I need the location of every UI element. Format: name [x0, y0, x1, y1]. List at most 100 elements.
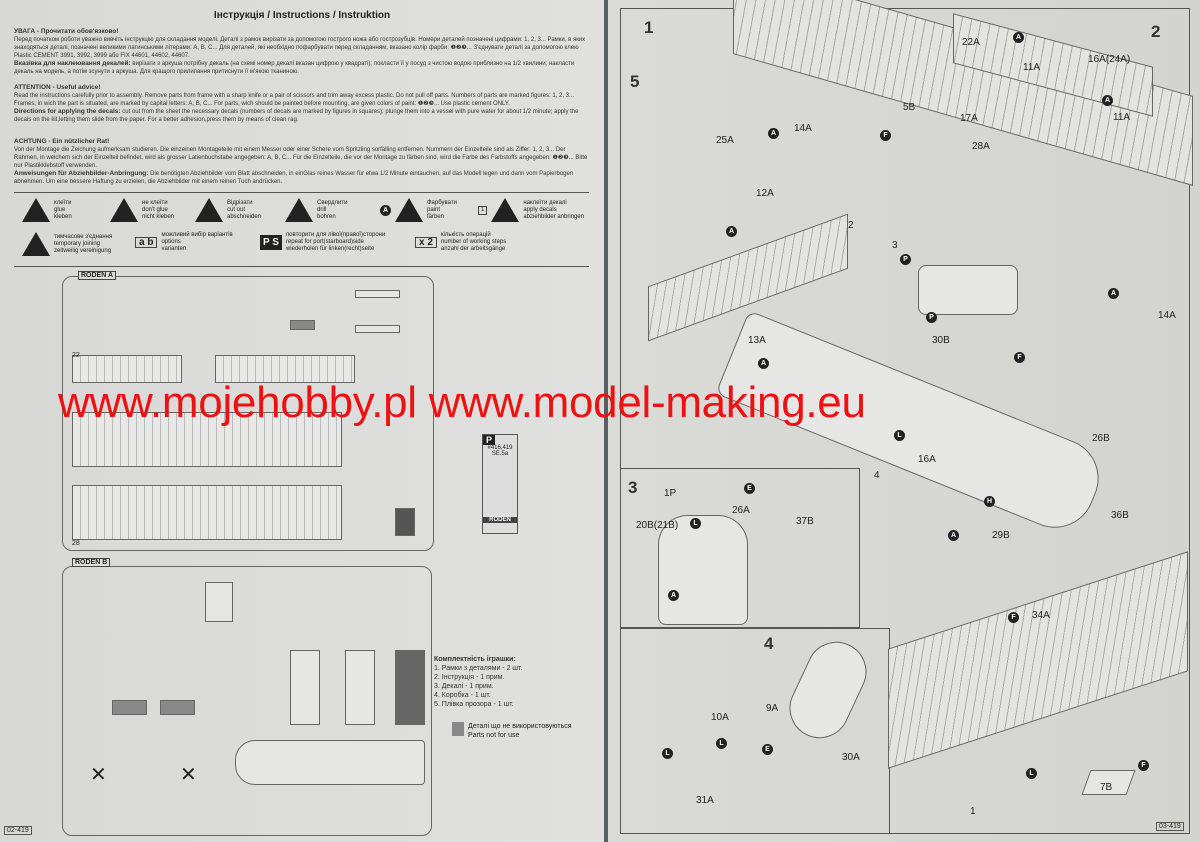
- part-label: 20B(21B): [636, 520, 679, 531]
- part-label: 28A: [972, 141, 990, 152]
- part-number: 22: [72, 352, 80, 359]
- temporary-joining-symbol: тимчасове з'єднання temporary joining ze…: [22, 232, 112, 256]
- paint-callout-icon: A: [726, 226, 737, 237]
- paint-callout-icon: E: [762, 744, 773, 755]
- sprue-a-part: [395, 508, 415, 536]
- propeller-icon: ✕: [180, 764, 197, 786]
- part-label: 2: [848, 220, 854, 231]
- step-3-frame: [620, 468, 860, 628]
- paint-callout-icon: P: [926, 312, 937, 323]
- sprue-b-tag: RODEN B: [72, 558, 111, 567]
- sprue-b-part: [160, 700, 195, 715]
- part-label: 5B: [903, 102, 916, 113]
- part-label: 26A: [732, 505, 750, 516]
- paint-callout-icon: L: [1026, 768, 1037, 779]
- sprue-b-part: [205, 582, 233, 622]
- part-label: 14A: [1158, 310, 1176, 321]
- paint-callout-icon: L: [716, 738, 727, 749]
- cut-symbol: Відрізати cut out abschneiden: [195, 198, 261, 222]
- part-number: 28: [72, 540, 80, 547]
- watermark-text: www.mojehobby.pl www.model-making.eu: [58, 378, 866, 427]
- part-label: 29B: [992, 530, 1010, 541]
- sprue-frame-b: [62, 566, 432, 836]
- step-number: 4: [764, 634, 774, 653]
- cockpit-drawing: [918, 265, 1018, 315]
- sprue-a-part: [290, 320, 315, 330]
- kit-contents: Комплектність іграшки: 1. Рамки з деталя…: [434, 656, 523, 708]
- sprue-frame-a: [62, 276, 434, 551]
- paint-callout-icon: F: [1138, 760, 1149, 771]
- part-label: 3: [892, 240, 898, 251]
- divider: [14, 266, 589, 267]
- part-label: 13A: [748, 335, 766, 346]
- paint-callout-icon: A: [1108, 288, 1119, 299]
- part-label: 36B: [1111, 510, 1129, 521]
- part-label: 16A: [918, 454, 936, 465]
- step-number: 3: [628, 478, 638, 497]
- page-number: 03-419: [1156, 822, 1184, 831]
- part-label: 7B: [1100, 782, 1113, 793]
- left-page: Інструкція / Instructions / Instruktion …: [0, 0, 604, 842]
- glue-symbol: клеїти glue kleben: [22, 198, 72, 222]
- step-number: 1: [644, 18, 654, 37]
- paint-callout-icon: L: [662, 748, 673, 759]
- part-label: 34A: [1032, 610, 1050, 621]
- right-page: 1 2 5 3 4 22A 11A 16A(24A) 11A 14A 5B 17…: [608, 0, 1200, 842]
- sprue-b-part: [290, 650, 320, 725]
- german-text: ACHTUNG - Ein nützlicher Rat!Von der Mon…: [14, 138, 588, 185]
- part-label: 11A: [1113, 112, 1131, 123]
- paint-callout-icon: A: [768, 128, 779, 139]
- paint-callout-icon: A: [948, 530, 959, 541]
- part-label: 30A: [842, 752, 860, 763]
- part-label: 1P: [664, 488, 677, 499]
- paint-callout-icon: A: [1102, 95, 1113, 106]
- part-label: 12A: [756, 188, 774, 199]
- paint-callout-icon: A: [758, 358, 769, 369]
- part-label: 25A: [716, 135, 734, 146]
- paint-callout-icon: A: [668, 590, 679, 601]
- sprue-b-part: [345, 650, 375, 725]
- part-label: 17A: [960, 113, 978, 124]
- sprue-a-part: [355, 325, 400, 333]
- part-label: 11A: [1023, 62, 1041, 73]
- part-label: 10A: [711, 712, 729, 723]
- sprue-a-part: [72, 412, 342, 467]
- step-number: 2: [1151, 22, 1161, 41]
- sprue-a-part: [72, 485, 342, 540]
- sprue-b-part: [395, 650, 425, 725]
- paint-callout-icon: F: [1008, 612, 1019, 623]
- part-label: 31A: [696, 795, 714, 806]
- sprue-a-part: [72, 355, 182, 383]
- ukrainian-text: УВАГА - Прочитати обов'язково!Перед поча…: [14, 28, 586, 75]
- sprue-a-part: [355, 290, 400, 298]
- step-frame: [620, 8, 1190, 834]
- paint-callout-icon: L: [894, 430, 905, 441]
- p-icon: P: [483, 435, 495, 445]
- paint-callout-icon: F: [880, 130, 891, 141]
- part-label: 22A: [962, 37, 980, 48]
- grey-swatch: [452, 722, 464, 736]
- part-label: 1: [970, 806, 976, 817]
- english-text: ATTENTION - Useful advice!Read the instr…: [14, 84, 579, 123]
- paint-callout-icon: E: [744, 483, 755, 494]
- paint-callout-icon: A: [1013, 32, 1024, 43]
- no-glue-symbol: не клеїти don't glue nicht kleben: [110, 198, 174, 222]
- paint-callout-icon: F: [1014, 352, 1025, 363]
- part-label: 37B: [796, 516, 814, 527]
- drill-symbol: Свердлити drill bohren: [285, 198, 347, 222]
- windscreen-drawing: [658, 515, 748, 625]
- paint-callout-icon: P: [900, 254, 911, 265]
- part-label: 9A: [766, 703, 779, 714]
- sprue-a-part: [215, 355, 355, 383]
- divider: [14, 192, 589, 193]
- part-label: 30B: [932, 335, 950, 346]
- step-number: 5: [630, 72, 640, 91]
- part-label: 26B: [1092, 433, 1110, 444]
